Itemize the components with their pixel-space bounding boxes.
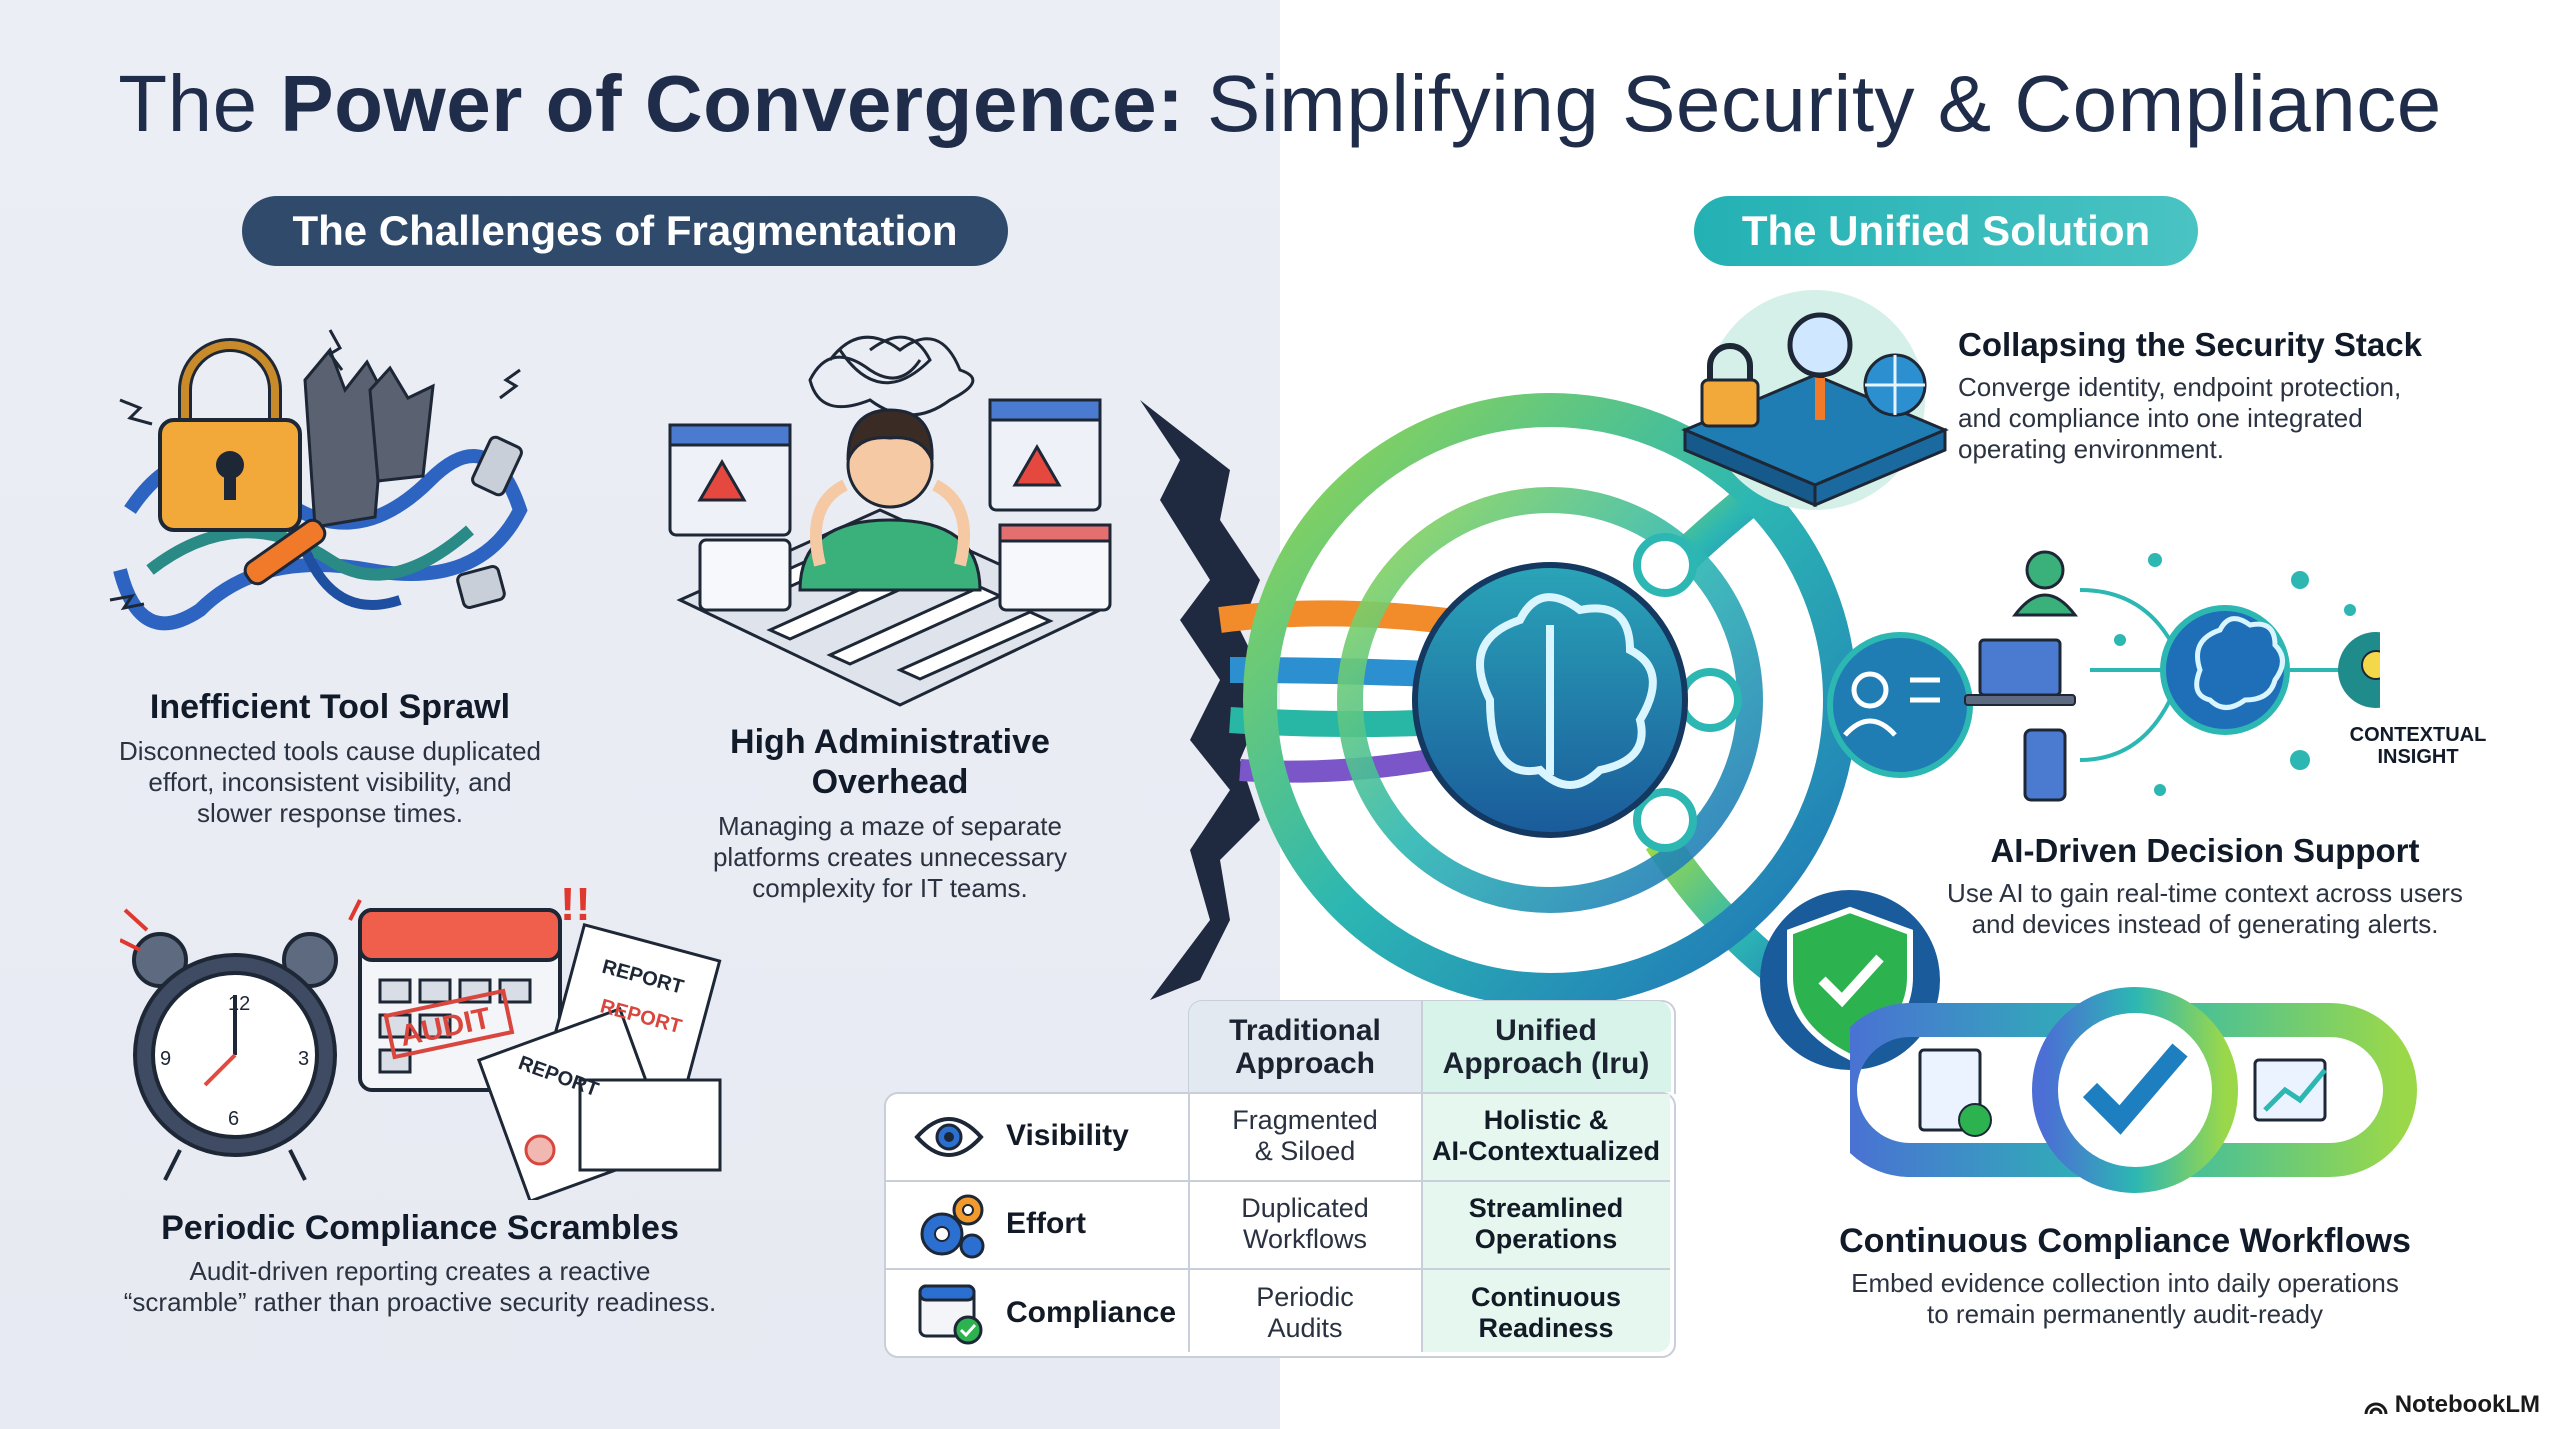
calendar-check-icon [918, 1284, 983, 1345]
visibility-unified: Holistic &AI-Contextualized [1431, 1105, 1660, 1166]
row-label-compliance: Compliance [1006, 1296, 1177, 1329]
solution-section-label: The Unified Solution [1694, 196, 2198, 266]
tool-sprawl-illustration [109, 329, 528, 631]
contextual-insight-label: CONTEXTUAL INSIGHT [2349, 724, 2487, 768]
tool-sprawl-description: Disconnected tools cause duplicated effo… [118, 736, 542, 828]
padlock-icon [158, 338, 302, 532]
tool-sprawl-heading: Inefficient Tool Sprawl [149, 688, 511, 726]
lock-icon [1700, 343, 1760, 428]
compliance-scramble-illustration: 12 9 3 6 AUDIT REPORT REPORT REPORT !! [120, 880, 722, 1200]
phone-icon [2023, 728, 2067, 802]
notebooklm-branding: NotebookLM [2363, 1391, 2540, 1419]
administrative-overhead-illustration [668, 335, 1112, 707]
admin-overhead-description: Managing a maze of separate platforms cr… [712, 811, 1068, 903]
user-icon [2011, 550, 2079, 617]
challenges-section-label: The Challenges of Fragmentation [242, 196, 1008, 266]
admin-overhead-heading: High Administrative Overhead [730, 723, 1050, 801]
globe-icon [1863, 353, 1927, 417]
continuous-compliance-description: Embed evidence collection into daily ope… [1851, 1268, 2399, 1329]
svg-text:6: 6 [228, 1108, 239, 1130]
eye-icon [914, 1117, 984, 1157]
document-check-icon [1918, 1048, 1992, 1137]
row-label-effort: Effort [1006, 1207, 1086, 1240]
security-stack-illustration [1681, 290, 1949, 510]
svg-text:9: 9 [160, 1048, 171, 1070]
lightbulb-icon [2338, 632, 2380, 708]
unified-header-bg [1421, 1001, 1671, 1092]
continuous-compliance-heading: Continuous Compliance Workflows [1839, 1222, 2411, 1260]
row-divider-2 [886, 1268, 1670, 1270]
row-label-visibility: Visibility [1006, 1119, 1129, 1152]
alarm-clock-icon [132, 932, 338, 1181]
notebooklm-logo-icon [2364, 1402, 2388, 1415]
brain-icon [1476, 593, 1657, 789]
laptop-icon [1964, 638, 2076, 706]
magnifier-icon [1787, 312, 1853, 420]
col-divider-2 [1421, 1000, 1423, 1352]
gears-icon [920, 1194, 985, 1259]
ai-decision-heading: AI-Driven Decision Support [1990, 832, 2420, 869]
page-title: The Power of Convergence: Simplifying Se… [118, 59, 2442, 148]
compliance-scramble-heading: Periodic Compliance Scrambles [161, 1209, 679, 1247]
compliance-scramble-description: Audit-driven reporting creates a reactiv… [123, 1256, 717, 1317]
svg-text:3: 3 [298, 1048, 309, 1070]
row-divider-1 [886, 1180, 1670, 1182]
visibility-traditional: Fragmented& Siloed [1232, 1105, 1378, 1166]
security-stack-description: Converge identity, endpoint protection, … [1958, 372, 2402, 464]
col-divider-1 [1188, 1094, 1190, 1352]
svg-text:12: 12 [228, 993, 250, 1015]
svg-text:!!: !! [560, 880, 591, 930]
security-stack-heading: Collapsing the Security Stack [1958, 326, 2422, 363]
ai-decision-support-illustration [1964, 550, 2380, 802]
unified-column-bg [1421, 1094, 1670, 1352]
chart-report-icon [2253, 1058, 2327, 1122]
traditional-header-bg [1189, 1001, 1421, 1092]
continuous-compliance-illustration [1850, 987, 2417, 1193]
ai-decision-description: Use AI to gain real-time context across … [1947, 878, 2463, 939]
